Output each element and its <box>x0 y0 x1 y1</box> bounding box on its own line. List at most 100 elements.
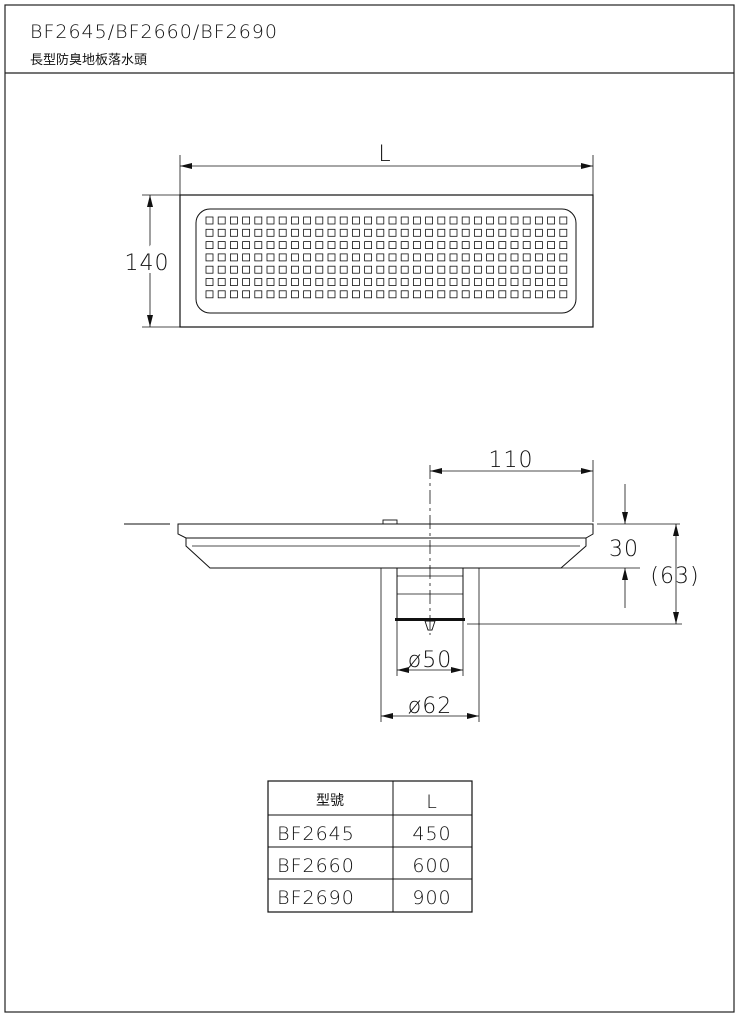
grate-hole <box>351 290 360 299</box>
grate-hole <box>339 216 348 225</box>
grate-hole <box>547 253 555 262</box>
spec-header-length: L <box>426 791 438 813</box>
grate-hole <box>242 228 251 237</box>
grate-hole <box>278 278 287 286</box>
spec-header-model: 型號 <box>316 793 344 809</box>
grate-hole <box>278 253 287 262</box>
grate-hole <box>303 290 312 299</box>
grate-hole <box>437 278 446 286</box>
grate-hole <box>486 241 495 250</box>
grate-hole <box>461 216 470 225</box>
grate-hole <box>303 265 312 274</box>
grate-hole <box>205 278 214 286</box>
grate-hole <box>303 278 312 286</box>
grate-hole <box>559 228 568 237</box>
grate-hole <box>339 241 348 250</box>
grate-hole <box>412 278 421 286</box>
spec-table: 型號 L BF2645 450 BF2660 600 BF2690 900 <box>267 780 473 913</box>
grate-hole <box>217 216 226 225</box>
grate-hole <box>486 216 495 225</box>
grate-hole <box>266 290 275 299</box>
grate-hole <box>205 290 214 299</box>
spec-row-1-model: BF2645 <box>277 823 355 845</box>
total-height-label: (63) <box>650 564 699 589</box>
grate-hole <box>364 278 373 286</box>
grate-hole <box>290 253 299 262</box>
grate-hole <box>473 290 482 299</box>
grate-hole <box>339 290 348 299</box>
grate-hole <box>303 216 312 225</box>
grate-hole <box>327 216 336 225</box>
grate-hole <box>266 241 275 250</box>
drain-plate-outline <box>179 194 594 328</box>
grate-hole <box>522 216 531 225</box>
grate-hole <box>449 216 458 225</box>
grate-hole <box>437 290 446 299</box>
grate-hole <box>351 265 360 274</box>
grate-hole <box>388 253 397 262</box>
grate-hole <box>559 265 568 274</box>
grate-hole <box>217 290 226 299</box>
grate-hole <box>266 228 275 237</box>
grate-hole <box>315 278 324 286</box>
grate-hole <box>535 253 543 262</box>
grate-hole <box>376 228 385 237</box>
grate-hole <box>486 265 495 274</box>
grate-hole <box>535 265 543 274</box>
grate-hole <box>535 216 543 225</box>
grate-hole <box>351 253 360 262</box>
grate-hole <box>229 216 238 225</box>
grate-hole <box>473 228 482 237</box>
grate-hole <box>388 265 397 274</box>
offset-label: 110 <box>489 448 534 473</box>
grate-hole <box>388 290 397 299</box>
grate-hole <box>327 290 336 299</box>
grate-hole <box>242 253 251 262</box>
grate-hole <box>266 265 275 274</box>
grate-hole <box>510 290 519 299</box>
grate-hole <box>559 241 568 250</box>
grate-hole <box>559 290 568 299</box>
grate-hole <box>510 278 519 286</box>
grate-hole <box>388 216 397 225</box>
grate-hole <box>303 253 312 262</box>
grate-hole <box>327 241 336 250</box>
length-label: L <box>378 142 391 167</box>
grate-hole <box>242 278 251 286</box>
grate-hole <box>412 290 421 299</box>
grate-hole <box>486 278 495 286</box>
grate-hole <box>449 265 458 274</box>
grate-hole <box>400 290 409 299</box>
grate-hole <box>315 241 324 250</box>
model-numbers-title: BF2645/BF2660/BF2690 <box>30 21 278 43</box>
side-view: 110 30 (63) ø50 ø62 <box>124 448 699 722</box>
grate-hole <box>364 253 373 262</box>
grate-hole <box>254 265 263 274</box>
grate-hole <box>461 241 470 250</box>
grate-hole <box>412 241 421 250</box>
grate-hole <box>327 253 336 262</box>
grate-hole <box>473 216 482 225</box>
grate-hole <box>376 290 385 299</box>
grate-hole <box>425 290 434 299</box>
grate-hole <box>522 265 531 274</box>
grate-hole <box>449 253 458 262</box>
grate-hole <box>290 265 299 274</box>
grate-hole <box>425 253 434 262</box>
grate-hole <box>229 278 238 286</box>
grate-hole <box>498 228 507 237</box>
grate-hole <box>217 253 226 262</box>
grate-hole <box>412 253 421 262</box>
grate-hole <box>461 265 470 274</box>
grate-hole <box>449 278 458 286</box>
grate-hole <box>437 228 446 237</box>
grate-hole <box>278 265 287 274</box>
grate-hole <box>425 216 434 225</box>
grate-hole <box>535 228 543 237</box>
grate-hole <box>425 278 434 286</box>
grate-hole <box>290 290 299 299</box>
spec-row-2-model: BF2660 <box>277 855 355 877</box>
grate-hole <box>559 253 568 262</box>
grate-hole <box>242 290 251 299</box>
grate-hole <box>315 228 324 237</box>
